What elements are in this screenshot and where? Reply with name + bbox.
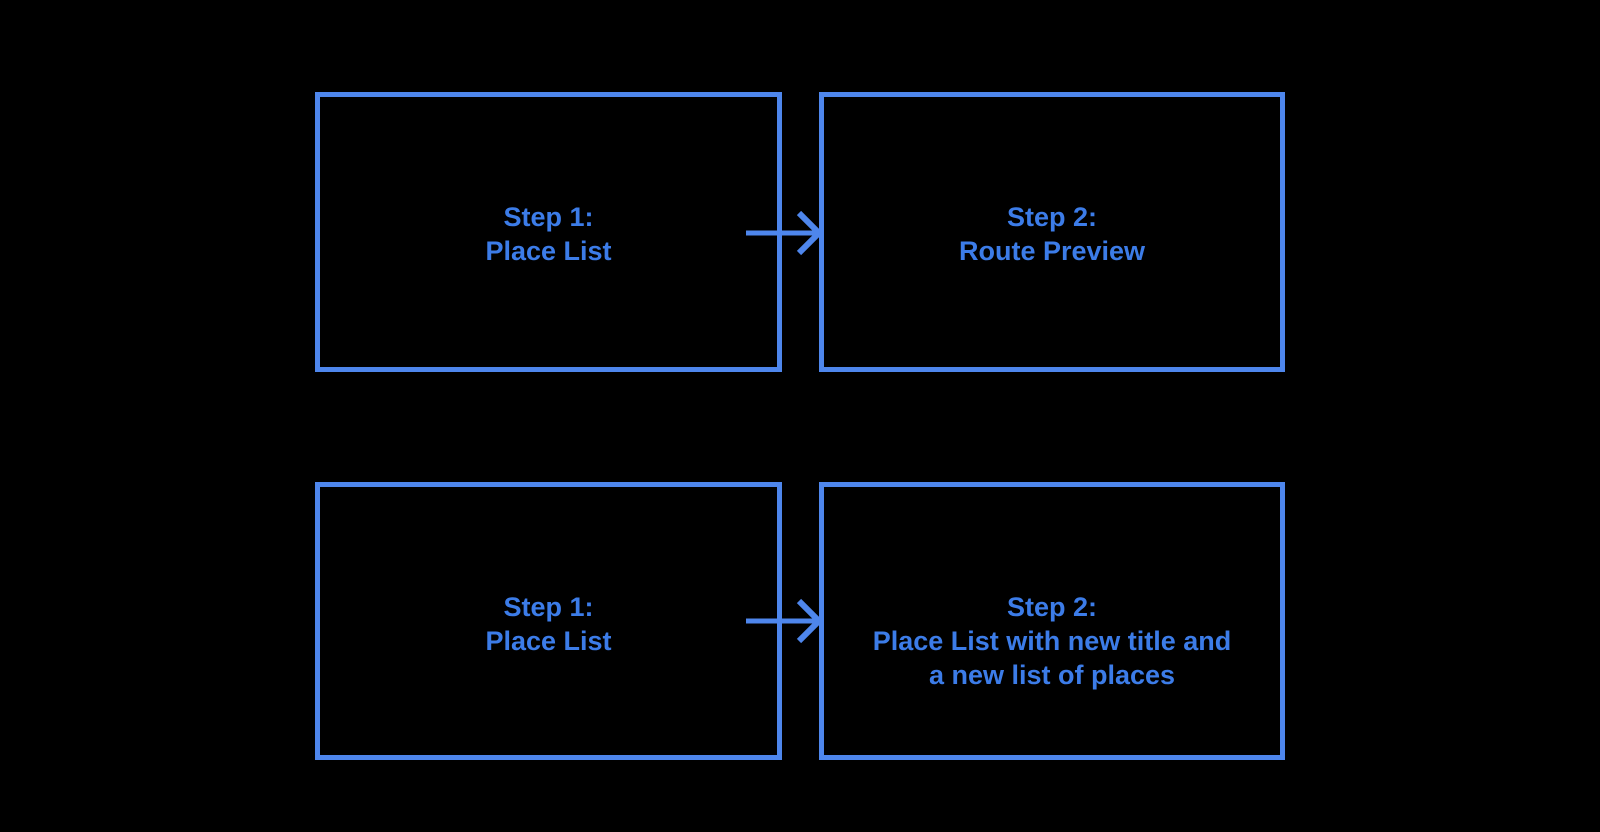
flow-box-label: Step 1: Place List	[320, 590, 777, 658]
label-line: Place List	[485, 626, 612, 656]
flow-box-step2-place-list-new-title: Step 2: Place List with new title and a …	[819, 482, 1285, 760]
label-line: Route Preview	[958, 236, 1146, 266]
label-line: Step 1:	[503, 592, 594, 622]
label-line: Step 1:	[503, 202, 594, 232]
flow-box-step2-route-preview: Step 2: Route Preview	[819, 92, 1285, 372]
flow-box-label: Step 1: Place List	[320, 200, 777, 268]
label-line: Place List with new title and	[872, 626, 1232, 656]
flow-box-step1-place-list-top: Step 1: Place List	[315, 92, 782, 372]
flow-box-label: Step 2: Place List with new title and a …	[824, 590, 1280, 692]
label-line: a new list of places	[928, 660, 1176, 690]
label-line: Step 2:	[1006, 592, 1098, 622]
flow-box-step1-place-list-bottom: Step 1: Place List	[315, 482, 782, 760]
flow-box-label: Step 2: Route Preview	[824, 200, 1280, 268]
label-line: Step 2:	[1006, 202, 1098, 232]
label-line: Place List	[485, 236, 612, 266]
